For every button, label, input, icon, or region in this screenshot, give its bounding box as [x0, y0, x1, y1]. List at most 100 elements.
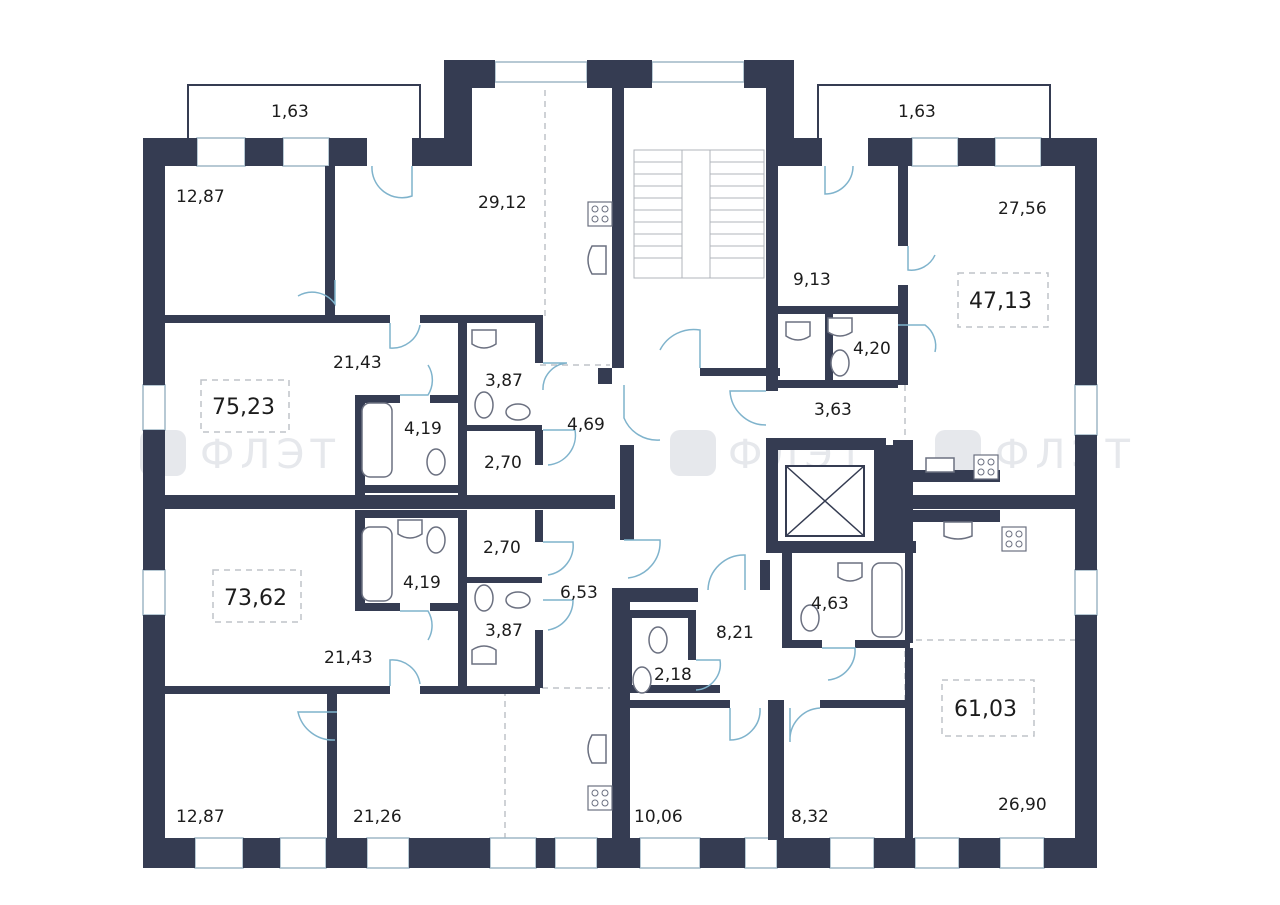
flat-logo-icon — [670, 430, 716, 476]
window — [999, 837, 1045, 869]
door-swing — [297, 711, 337, 741]
door-swing — [542, 362, 568, 391]
balcony-left-outline — [187, 84, 421, 138]
room-f-area: 4,69 — [567, 415, 605, 435]
door-swing — [822, 647, 856, 681]
toilet-icon — [474, 391, 494, 419]
sinks — [397, 245, 973, 764]
windows — [142, 61, 1098, 869]
room-n-area: 6,53 — [560, 583, 598, 603]
sink-icon — [785, 321, 811, 341]
toilet-icon — [648, 626, 668, 654]
room-b-area: 29,12 — [478, 193, 527, 213]
room-a-area: 12,87 — [176, 187, 225, 207]
window — [196, 137, 246, 167]
room-d-area: 3,87 — [485, 371, 523, 391]
door-swing — [707, 554, 746, 591]
toilet-icon — [426, 526, 446, 554]
balcony-right-outline — [817, 84, 1051, 138]
room-j-area: 4,20 — [853, 339, 891, 359]
door-swing — [371, 165, 413, 199]
room-g-area: 2,70 — [484, 453, 522, 473]
window — [651, 61, 745, 83]
zone-separators — [200, 90, 1075, 840]
window — [1074, 569, 1098, 616]
sink-icon — [587, 734, 607, 764]
room-v-area: 10,06 — [634, 807, 683, 827]
toilet-icon — [632, 666, 652, 694]
room-u-area: 21,26 — [353, 807, 402, 827]
door-swing — [695, 659, 722, 691]
toilet-icon — [474, 584, 494, 612]
door-swing — [389, 323, 421, 349]
window — [744, 837, 778, 869]
watermark-left: ФЛЭТ — [140, 430, 341, 478]
apartment-bottom-left-total: 73,62 — [224, 586, 287, 611]
apartment-bottom-right-total: 61,03 — [954, 697, 1017, 722]
window — [911, 137, 959, 167]
door-swing — [659, 328, 701, 368]
door-swing — [907, 246, 936, 271]
toilet-icon — [505, 591, 531, 609]
watermark-text: ФЛЭТ — [995, 432, 1136, 478]
window — [142, 569, 166, 616]
sink-icon — [471, 645, 497, 665]
watermark-right-b: ФЛЭТ — [935, 430, 1136, 478]
window — [366, 837, 410, 869]
toilets — [426, 349, 850, 694]
room-l-area: 2,70 — [483, 538, 521, 558]
room-o-area: 3,87 — [485, 621, 523, 641]
stove-icon — [1001, 526, 1027, 552]
room-i-area: 9,13 — [793, 270, 831, 290]
toilet-icon — [800, 604, 820, 632]
sink-icon — [925, 457, 955, 473]
sink-icon — [397, 519, 423, 539]
sink-icon — [471, 329, 497, 349]
toilet-icon — [505, 403, 531, 421]
bathtub-icon — [361, 402, 393, 478]
room-k-area: 3,63 — [814, 400, 852, 420]
bathtubs — [361, 402, 903, 638]
window — [994, 137, 1042, 167]
door-swing — [400, 364, 434, 396]
room-q-area: 8,21 — [716, 623, 754, 643]
door-swing — [824, 165, 854, 195]
apartment-top-right-total: 47,13 — [969, 289, 1032, 314]
door-swing — [789, 707, 821, 743]
door-swing — [729, 390, 767, 426]
bathtub-icon — [871, 562, 903, 638]
stoves — [587, 201, 1027, 811]
window — [489, 837, 537, 869]
door-swing — [543, 429, 577, 466]
window — [279, 837, 327, 869]
window — [1074, 384, 1098, 436]
room-m-area: 4,19 — [403, 573, 441, 593]
room-t-area: 12,87 — [176, 807, 225, 827]
watermark-text: ФЛЭТ — [200, 432, 341, 478]
room-c-area: 21,43 — [333, 353, 382, 373]
area-labels: 1,63 1,63 12,87 29,12 21,43 3,87 4,19 4,… — [176, 102, 1047, 827]
window — [494, 61, 588, 83]
room-e-area: 4,19 — [404, 419, 442, 439]
sink-icon — [943, 521, 973, 540]
door-swing — [624, 539, 661, 579]
door-swing — [543, 599, 574, 631]
stove-icon — [587, 785, 613, 811]
sink-icon — [837, 562, 863, 582]
staircase — [633, 149, 765, 279]
window — [639, 837, 701, 869]
window — [282, 137, 330, 167]
elevator-icon — [785, 465, 865, 537]
room-x-area: 26,90 — [998, 795, 1047, 815]
door-swing — [898, 324, 937, 353]
bathtub-icon — [361, 526, 393, 602]
toilet-icon — [830, 349, 850, 377]
room-p-area: 21,43 — [324, 648, 373, 668]
watermark-group: ФЛЭТ ФЛЭТ ФЛЭТ — [140, 430, 1136, 478]
window — [194, 837, 244, 869]
room-w-area: 8,32 — [791, 807, 829, 827]
room-h-area: 27,56 — [998, 199, 1047, 219]
walls — [143, 60, 1097, 868]
